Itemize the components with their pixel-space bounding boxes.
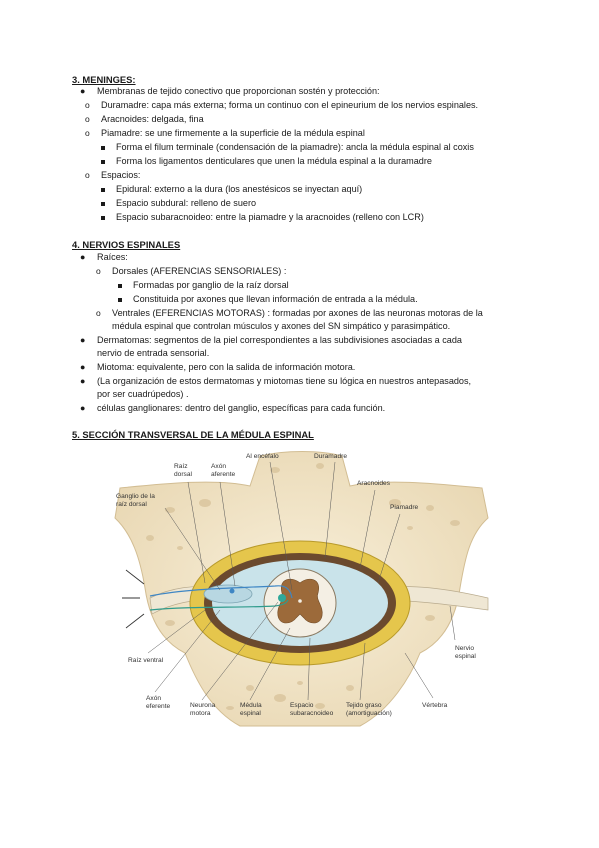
- leader-lines: [147, 461, 456, 701]
- dorsales-sub-2: Constituida por axones que llevan inform…: [133, 294, 418, 304]
- bullet-circle: o: [85, 128, 90, 138]
- label-nervio-espinal: Nervio: [455, 645, 474, 652]
- aracnoides-item: Aracnoides: delgada, fina: [101, 114, 204, 124]
- piamadre-sub-2: Forma los ligamentos denticulares que un…: [116, 156, 432, 166]
- label-aracnoides: Aracnoides: [357, 480, 391, 487]
- bullet-dot: ●: [80, 403, 86, 413]
- bullet-circle: o: [85, 100, 90, 110]
- ganglionares-line: células ganglionares: dentro del ganglio…: [97, 403, 386, 413]
- bullet-dot: ●: [80, 376, 86, 386]
- afferent-axon-path: [149, 585, 293, 599]
- piamadre-sub-1: Forma el filum terminale (condensación d…: [116, 142, 474, 152]
- dermatomas-line-2: nervio de entrada sensorial.: [97, 348, 210, 358]
- bullet-square: [101, 188, 105, 192]
- label-axon-aferente: Axón: [211, 463, 226, 470]
- label-nervio-espinal-2: espinal: [455, 653, 476, 660]
- section-3-title: 3. MENINGES:: [72, 74, 136, 85]
- label-ganglio-2: raíz dorsal: [116, 501, 147, 508]
- label-al-encefalo: Al encéfalo: [246, 453, 279, 460]
- label-neurona-motora-2: motora: [190, 710, 211, 717]
- label-espacio-subaracnoideo-2: subaracnoideo: [290, 710, 334, 717]
- section-4-title: 4. NERVIOS ESPINALES: [72, 239, 181, 250]
- label-axon-eferente: Axón: [146, 695, 161, 702]
- label-tejido-graso: Tejido graso: [346, 702, 382, 709]
- raices-label: Raíces:: [97, 252, 128, 262]
- bullet-square: [101, 160, 105, 164]
- label-medula-espinal-2: espinal: [240, 710, 261, 717]
- label-axon-eferente-2: eferente: [146, 703, 171, 710]
- bullet-circle: o: [85, 170, 90, 180]
- section-5-title: 5. SECCIÓN TRANSVERSAL DE LA MÉDULA ESPI…: [72, 429, 314, 440]
- organizacion-line-1: (La organización de estos dermatomas y m…: [97, 376, 472, 386]
- espacio-epidural: Epidural: externo a la dura (los anestés…: [116, 184, 363, 194]
- miotoma-line: Miotoma: equivalente, pero con la salida…: [97, 362, 356, 372]
- bullet-square: [101, 216, 105, 220]
- dorsales-label: Dorsales (AFERENCIAS SENSORIALES) :: [112, 266, 287, 276]
- dermatomas-line-1: Dermatomas: segmentos de la piel corresp…: [97, 335, 462, 345]
- ventrales-line-2: médula espinal que controlan músculos y …: [112, 321, 451, 331]
- organizacion-line-2: por ser cuadrúpedos) .: [97, 389, 189, 399]
- ventrales-line-1: Ventrales (EFERENCIAS MOTORAS) : formada…: [112, 308, 483, 318]
- bullet-square: [101, 146, 105, 150]
- bullet-dot: ●: [80, 362, 86, 372]
- bullet-square: [118, 298, 122, 302]
- meninges-intro: Membranas de tejido conectivo que propor…: [97, 86, 380, 96]
- bullet-circle: o: [96, 266, 101, 276]
- label-raiz-dorsal-2: dorsal: [174, 471, 192, 478]
- label-medula-espinal: Médula: [240, 702, 262, 709]
- label-tejido-graso-2: (amortiguación): [346, 710, 392, 717]
- bullet-dot: ●: [80, 86, 86, 96]
- motor-neuron: [278, 594, 286, 602]
- dorsales-sub-1: Formadas por ganglio de la raíz dorsal: [133, 280, 289, 290]
- label-duramadre: Duramadre: [314, 453, 347, 460]
- signal-arrows: [122, 569, 145, 629]
- dorsal-root-ganglion: [203, 584, 253, 604]
- label-raiz-ventral: Raíz ventral: [128, 657, 164, 664]
- espacio-subaracnoideo: Espacio subaracnoideo: entre la piamadre…: [116, 212, 424, 222]
- bullet-dot: ●: [80, 252, 86, 262]
- bullet-dot: ●: [80, 335, 86, 345]
- label-axon-aferente-2: aferente: [211, 471, 236, 478]
- bullet-square: [118, 284, 122, 288]
- duramadre-item: Duramadre: capa más externa; forma un co…: [101, 100, 479, 110]
- bullet-square: [101, 202, 105, 206]
- label-piamadre: Piamadre: [390, 504, 419, 511]
- label-ganglio: Ganglio de la: [116, 493, 155, 500]
- label-neurona-motora: Neurona: [190, 702, 216, 709]
- espacios-label: Espacios:: [101, 170, 141, 180]
- label-vertebra: Vértebra: [422, 702, 448, 709]
- bullet-circle: o: [85, 114, 90, 124]
- bullet-circle: o: [96, 308, 101, 318]
- efferent-axon-path: [149, 599, 289, 611]
- spinal-cord-cross-section-illustration: Raíz dorsal Axón aferente Al encéfalo Du…: [114, 451, 489, 727]
- espacio-subdural: Espacio subdural: relleno de suero: [116, 198, 257, 208]
- label-raiz-dorsal: Raíz: [174, 463, 188, 470]
- piamadre-item: Piamadre: se une firmemente a la superfi…: [101, 128, 365, 138]
- label-espacio-subaracnoideo: Espacio: [290, 702, 314, 709]
